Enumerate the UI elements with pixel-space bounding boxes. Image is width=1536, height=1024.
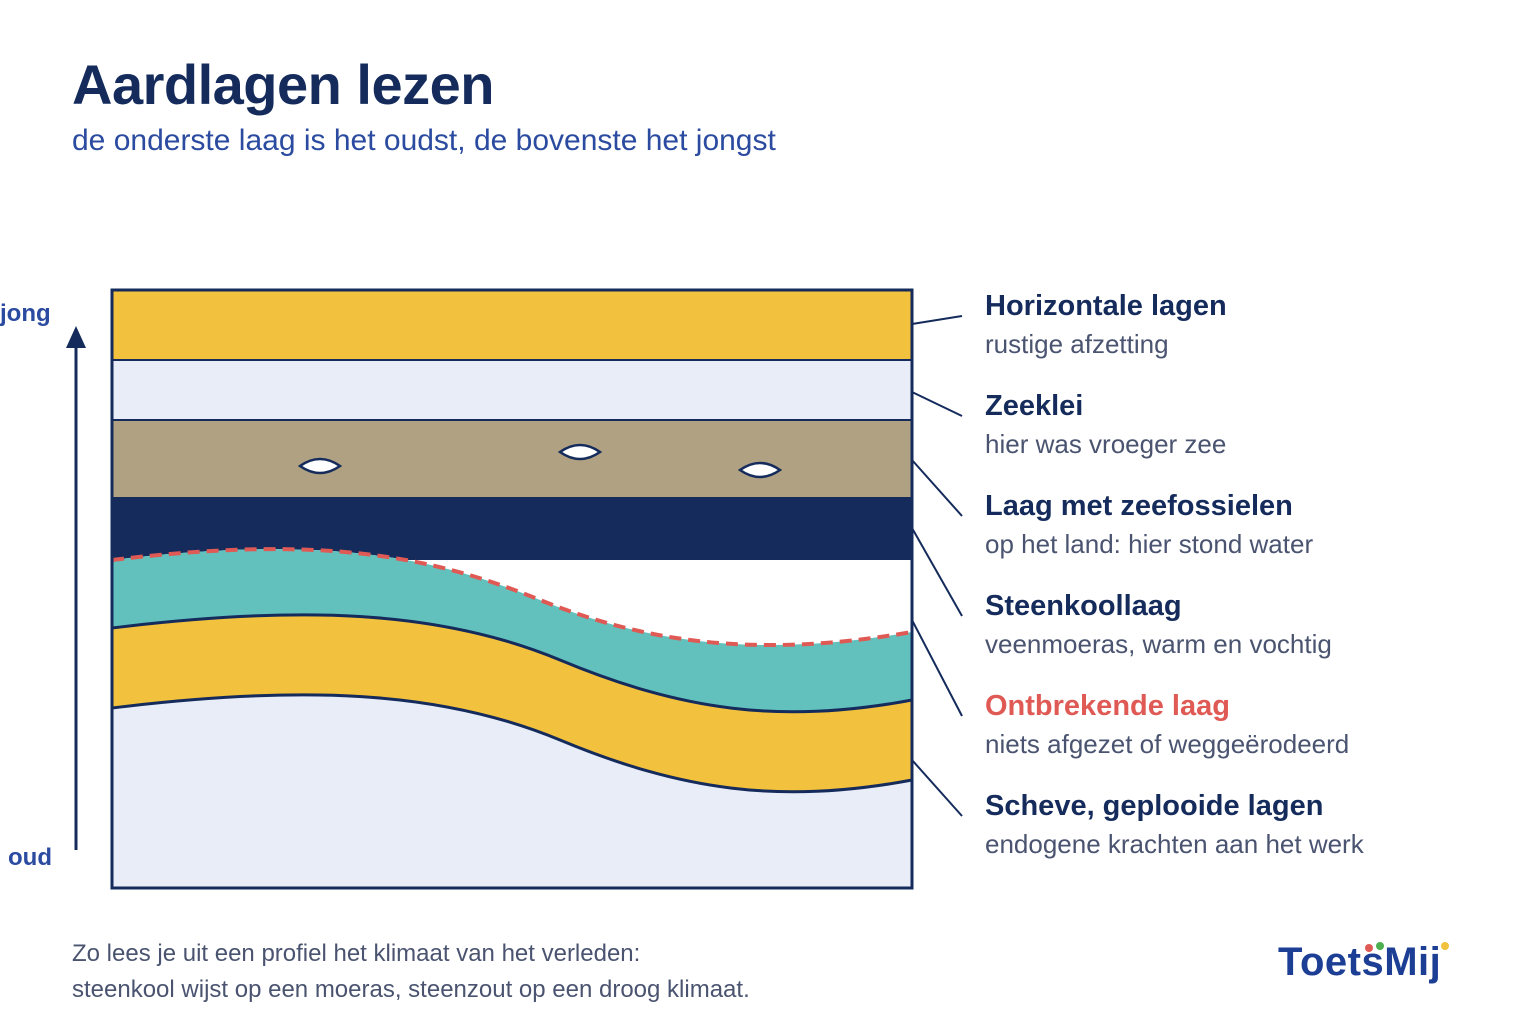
layer-gap-white	[112, 549, 912, 646]
footer-line-2: steenkool wijst op een moeras, steenzout…	[72, 976, 750, 1003]
axis-label-young: jong	[0, 300, 51, 327]
footer-line-1: Zo lees je uit een profiel het klimaat v…	[72, 940, 641, 967]
logo-dot	[1441, 942, 1449, 950]
arrow-head-icon	[66, 326, 86, 348]
layer-tilted-yellow	[112, 614, 912, 792]
label-sea-fossils: Laag met zeefossielen op het land: hier …	[985, 490, 1314, 559]
toetsmij-logo: ToetsMij	[1278, 940, 1449, 985]
layer-horizontal-yellow	[112, 290, 912, 360]
leader-lines	[911, 315, 963, 817]
label-sea-clay: Zeeklei hier was vroeger zee	[985, 390, 1227, 459]
layer-sea-clay	[112, 420, 912, 498]
fossil-icon	[297, 457, 343, 475]
logo-dot	[1365, 944, 1373, 952]
fossil-icon	[737, 461, 783, 479]
unconformity-dashed-line	[111, 547, 913, 647]
label-coal-layer: Steenkoollaag veenmoeras, warm en vochti…	[985, 590, 1332, 659]
profile-frame	[110, 288, 914, 890]
page-title: Aardlagen lezen	[72, 53, 494, 116]
label-horizontal-layers: Horizontale lagen rustige afzetting	[985, 290, 1227, 359]
axis-label-old: oud	[8, 844, 52, 871]
footer-note: Zo lees je uit een profiel het klimaat v…	[72, 936, 750, 1008]
label-folded-layers: Scheve, geplooide lagen endogene krachte…	[985, 790, 1364, 859]
fossil-icon	[557, 443, 603, 461]
layer-light	[112, 360, 912, 420]
layer-tilted-teal	[112, 549, 912, 712]
page-subtitle: de onderste laag is het oudst, de bovens…	[72, 124, 776, 157]
logo-dot	[1376, 942, 1384, 950]
label-missing-layer: Ontbrekende laag niets afgezet of weggeë…	[985, 690, 1350, 759]
